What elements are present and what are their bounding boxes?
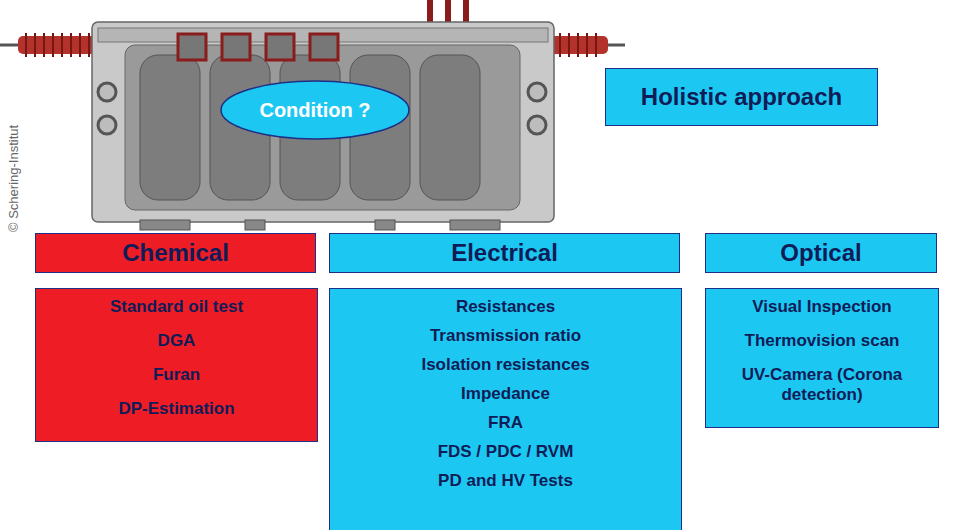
- method-item: Transmission ratio: [340, 326, 671, 346]
- method-item: Impedance: [340, 384, 671, 404]
- method-item: Resistances: [340, 297, 671, 317]
- bushing-base: [178, 34, 338, 60]
- method-item: UV-Camera (Corona detection): [716, 365, 928, 405]
- watermark: © Schering-Institut: [6, 125, 21, 232]
- method-item: FDS / PDC / RVM: [340, 442, 671, 462]
- box-label: Holistic approach: [641, 83, 842, 111]
- method-item: FRA: [340, 413, 671, 433]
- category-header: Chemical: [35, 233, 316, 273]
- method-item: Furan: [46, 365, 307, 385]
- box-label: Chemical: [122, 239, 229, 267]
- ellipse-label: Condition ?: [259, 99, 370, 122]
- box-label: Electrical: [451, 239, 558, 267]
- condition-ellipse: Condition ?: [220, 80, 410, 140]
- tank-body: [92, 22, 554, 222]
- method-item: Standard oil test: [46, 297, 307, 317]
- top-terminal: [427, 0, 469, 22]
- tank-foot: [140, 220, 500, 230]
- method-item: DP-Estimation: [46, 399, 307, 419]
- method-list: Visual InspectionThermovision scanUV-Cam…: [705, 288, 939, 428]
- method-item: Isolation resistances: [340, 355, 671, 375]
- category-header: Optical: [705, 233, 937, 273]
- box-label: Optical: [780, 239, 861, 267]
- method-item: Thermovision scan: [716, 331, 928, 351]
- method-item: DGA: [46, 331, 307, 351]
- cooling-ribs: [140, 55, 480, 200]
- approach-box: Holistic approach: [605, 68, 878, 126]
- core-area: [125, 45, 520, 210]
- method-item: PD and HV Tests: [340, 471, 671, 491]
- right-bushing: [548, 33, 625, 57]
- method-list: ResistancesTransmission ratioIsolation r…: [329, 288, 682, 530]
- method-item: Visual Inspection: [716, 297, 928, 317]
- method-list: Standard oil testDGA FuranDP-Estimation: [35, 288, 318, 442]
- category-header: Electrical: [329, 233, 680, 273]
